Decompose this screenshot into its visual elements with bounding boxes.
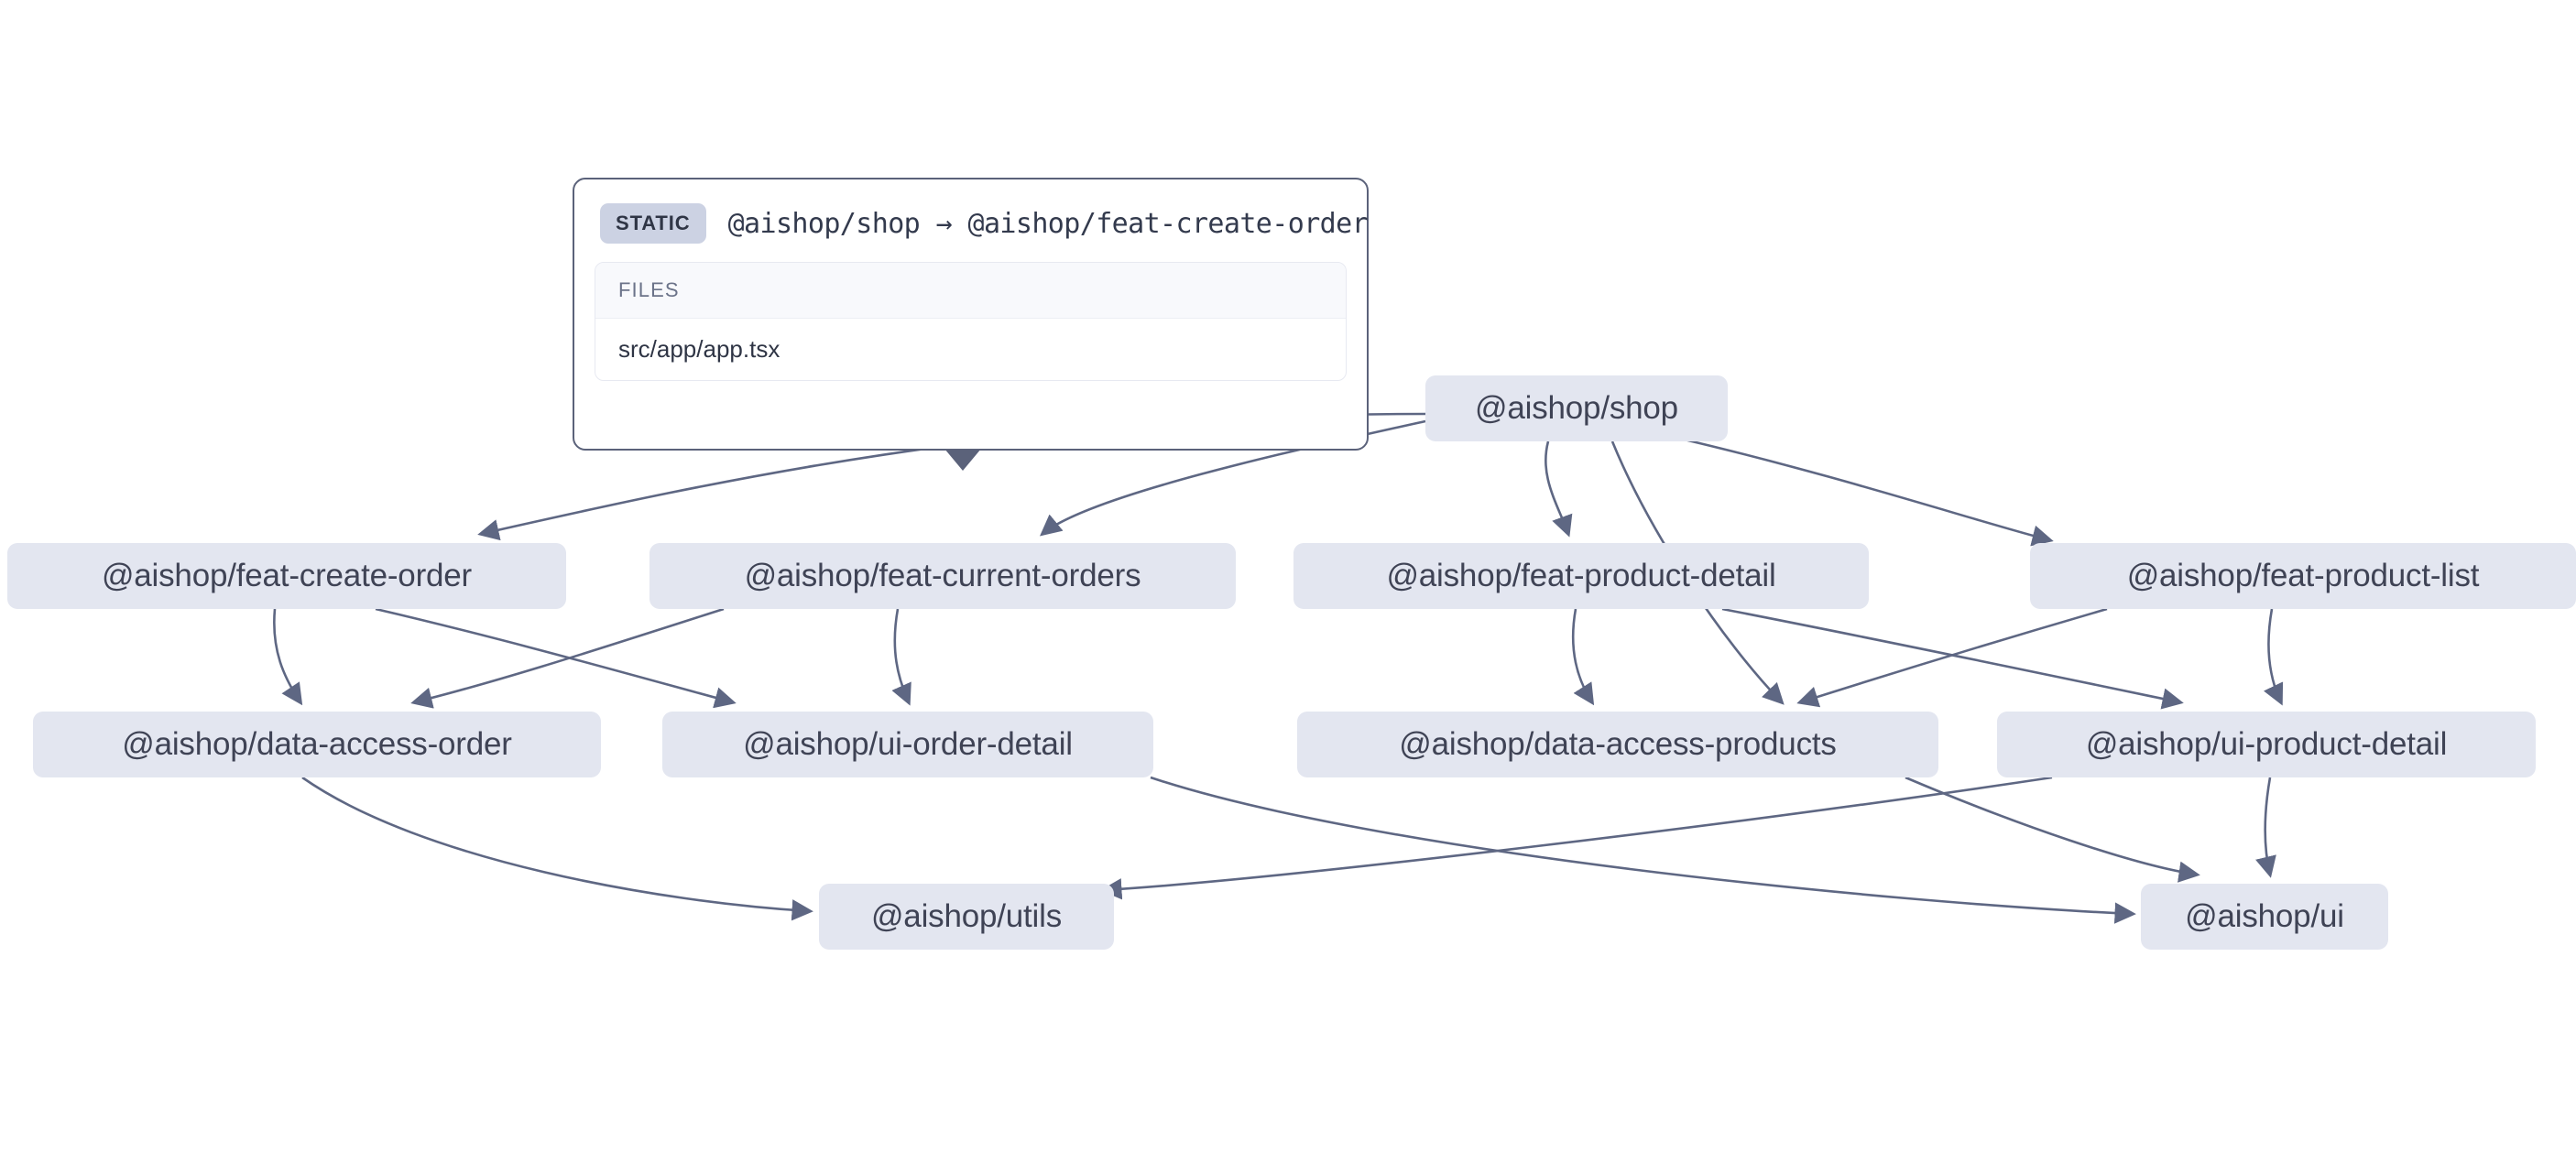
tooltip-pointer-icon: [944, 449, 981, 471]
graph-node-ui-order-detail[interactable]: @aishop/ui-order-detail: [662, 712, 1153, 777]
node-label: @aishop/data-access-order: [122, 726, 512, 762]
graph-node-ui-product-detail[interactable]: @aishop/ui-product-detail: [1997, 712, 2536, 777]
graph-node-data-access-order[interactable]: @aishop/data-access-order: [33, 712, 601, 777]
node-label: @aishop/data-access-products: [1399, 726, 1837, 762]
node-label: @aishop/feat-create-order: [101, 558, 473, 593]
graph-node-utils[interactable]: @aishop/utils: [819, 884, 1114, 950]
edge-title: @aishop/shop → @aishop/feat-create-order: [727, 207, 1369, 240]
files-column-header: FILES: [595, 263, 1346, 319]
graph-node-ui[interactable]: @aishop/ui: [2141, 884, 2388, 950]
graph-node-feat-create-order[interactable]: @aishop/feat-create-order: [7, 543, 566, 609]
node-label: @aishop/feat-product-list: [2126, 558, 2480, 593]
file-row[interactable]: src/app/app.tsx: [618, 335, 780, 363]
node-label: @aishop/shop: [1475, 390, 1678, 426]
graph-node-feat-product-list[interactable]: @aishop/feat-product-list: [2030, 543, 2576, 609]
node-label: @aishop/ui-order-detail: [743, 726, 1073, 762]
graph-node-data-access-products[interactable]: @aishop/data-access-products: [1297, 712, 1938, 777]
edge-tooltip-card[interactable]: STATIC @aishop/shop → @aishop/feat-creat…: [573, 178, 1369, 471]
files-table: FILES src/app/app.tsx: [595, 262, 1347, 381]
graph-node-feat-product-detail[interactable]: @aishop/feat-product-detail: [1293, 543, 1869, 609]
edge-type-badge: STATIC: [600, 203, 706, 244]
node-label: @aishop/utils: [870, 898, 1063, 934]
tooltip-header: STATIC @aishop/shop → @aishop/feat-creat…: [574, 179, 1369, 258]
node-label: @aishop/ui: [2185, 898, 2344, 934]
node-label: @aishop/ui-product-detail: [2085, 726, 2448, 762]
node-label: @aishop/feat-product-detail: [1386, 558, 1776, 593]
graph-node-feat-current-orders[interactable]: @aishop/feat-current-orders: [649, 543, 1236, 609]
graph-node-shop[interactable]: @aishop/shop: [1425, 375, 1728, 441]
node-label: @aishop/feat-current-orders: [744, 558, 1141, 593]
